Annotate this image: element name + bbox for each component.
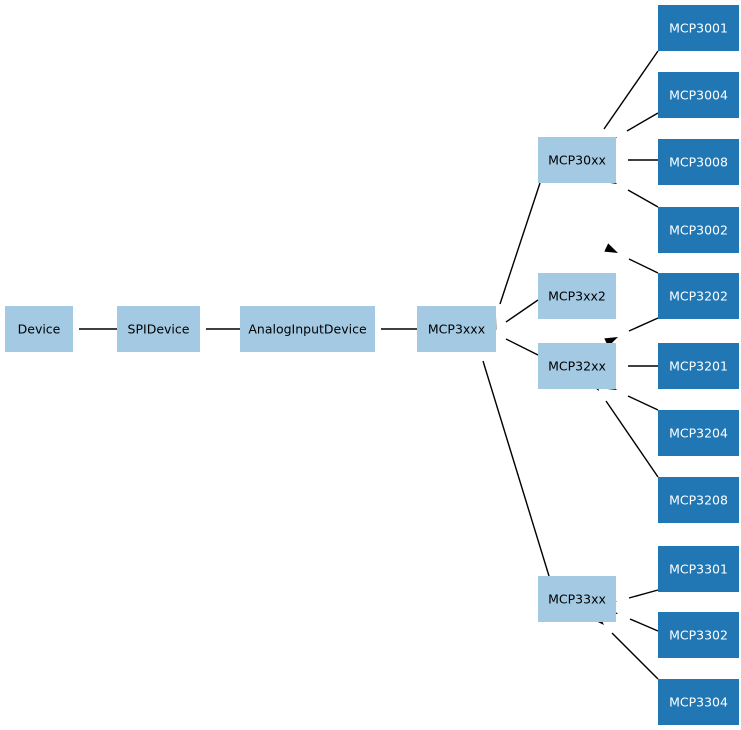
class-node-mcp3001[interactable]: MCP3001 xyxy=(658,5,739,51)
class-box[interactable] xyxy=(658,343,739,389)
edge-mcp3001-to-mcp30xx xyxy=(586,50,659,152)
class-name-label: MCP3001 xyxy=(669,21,728,36)
edge-line xyxy=(627,189,659,208)
edge-line xyxy=(505,299,539,323)
class-box[interactable] xyxy=(658,273,739,319)
class-node-mcp3304[interactable]: MCP3304 xyxy=(658,679,739,725)
class-box[interactable] xyxy=(538,343,616,389)
class-box[interactable] xyxy=(658,679,739,725)
class-box[interactable] xyxy=(658,612,739,658)
class-node-mcp3302[interactable]: MCP3302 xyxy=(658,612,739,658)
edge-line xyxy=(626,112,659,132)
edge-line xyxy=(499,182,541,305)
edge-line xyxy=(628,258,659,274)
class-box[interactable] xyxy=(658,410,739,456)
edge-mcp3202-to-mcp3xx2 xyxy=(604,243,659,274)
edge-mcp33xx-to-mcp3xxx xyxy=(470,336,550,577)
edge-mcp3304-to-mcp33xx xyxy=(591,612,659,680)
edge-mcp3208-to-mcp32xx xyxy=(587,377,659,478)
class-name-label: MCP32xx xyxy=(548,359,606,374)
class-name-label: MCP3004 xyxy=(669,88,728,103)
edge-line xyxy=(482,360,550,577)
edge-line xyxy=(605,400,659,478)
class-name-label: MCP3008 xyxy=(669,155,728,170)
class-node-mcp3004[interactable]: MCP3004 xyxy=(658,72,739,118)
class-box[interactable] xyxy=(417,306,496,352)
class-name-label: SPIDevice xyxy=(128,322,190,337)
class-node-mcp3201[interactable]: MCP3201 xyxy=(658,343,739,389)
class-name-label: MCP3xxx xyxy=(428,322,485,337)
class-node-mcp30xx[interactable]: MCP30xx xyxy=(538,137,616,183)
class-name-label: MCP3301 xyxy=(669,562,728,577)
class-node-mcp3002[interactable]: MCP3002 xyxy=(658,207,739,253)
class-box[interactable] xyxy=(538,576,616,622)
edge-line xyxy=(628,589,659,599)
edge-line xyxy=(629,618,659,632)
edge-line xyxy=(628,317,659,332)
class-box[interactable] xyxy=(658,5,739,51)
class-box[interactable] xyxy=(658,207,739,253)
class-name-label: MCP3002 xyxy=(669,223,728,238)
class-node-mcp3202[interactable]: MCP3202 xyxy=(658,273,739,319)
class-box[interactable] xyxy=(658,72,739,118)
arrow-head-icon xyxy=(604,243,618,253)
edge-line xyxy=(603,50,659,130)
edge-line xyxy=(627,395,659,411)
class-node-spidevice[interactable]: SPIDevice xyxy=(117,306,200,352)
class-node-mcp32xx[interactable]: MCP32xx xyxy=(538,343,616,389)
edge-mcp3202-to-mcp32xx xyxy=(604,317,659,347)
class-name-label: MCP3202 xyxy=(669,289,728,304)
class-name-label: MCP3302 xyxy=(669,628,728,643)
class-node-analoginputdevice[interactable]: AnalogInputDevice xyxy=(240,306,375,352)
class-box[interactable] xyxy=(240,306,375,352)
class-box[interactable] xyxy=(538,273,616,319)
class-box[interactable] xyxy=(658,139,739,185)
class-name-label: MCP3204 xyxy=(669,426,728,441)
class-node-mcp3301[interactable]: MCP3301 xyxy=(658,546,739,592)
class-name-label: MCP30xx xyxy=(548,153,606,168)
class-box[interactable] xyxy=(117,306,200,352)
class-node-mcp3xx2[interactable]: MCP3xx2 xyxy=(538,273,616,319)
class-name-label: Device xyxy=(18,322,61,337)
class-box[interactable] xyxy=(658,477,739,523)
class-node-mcp3208[interactable]: MCP3208 xyxy=(658,477,739,523)
class-name-label: AnalogInputDevice xyxy=(248,322,367,337)
class-box[interactable] xyxy=(5,306,73,352)
class-node-mcp3xxx[interactable]: MCP3xxx xyxy=(417,306,496,352)
class-box[interactable] xyxy=(658,546,739,592)
class-node-device[interactable]: Device xyxy=(5,306,73,352)
class-name-label: MCP3xx2 xyxy=(548,289,606,304)
edge-line xyxy=(505,338,539,356)
class-node-mcp3008[interactable]: MCP3008 xyxy=(658,139,739,185)
class-name-label: MCP3208 xyxy=(669,493,728,508)
class-name-label: MCP3304 xyxy=(669,695,728,710)
class-box[interactable] xyxy=(538,137,616,183)
class-name-label: MCP33xx xyxy=(548,592,606,607)
class-node-mcp3204[interactable]: MCP3204 xyxy=(658,410,739,456)
edge-line xyxy=(611,632,659,680)
class-node-mcp33xx[interactable]: MCP33xx xyxy=(538,576,616,622)
class-name-label: MCP3201 xyxy=(669,359,728,374)
